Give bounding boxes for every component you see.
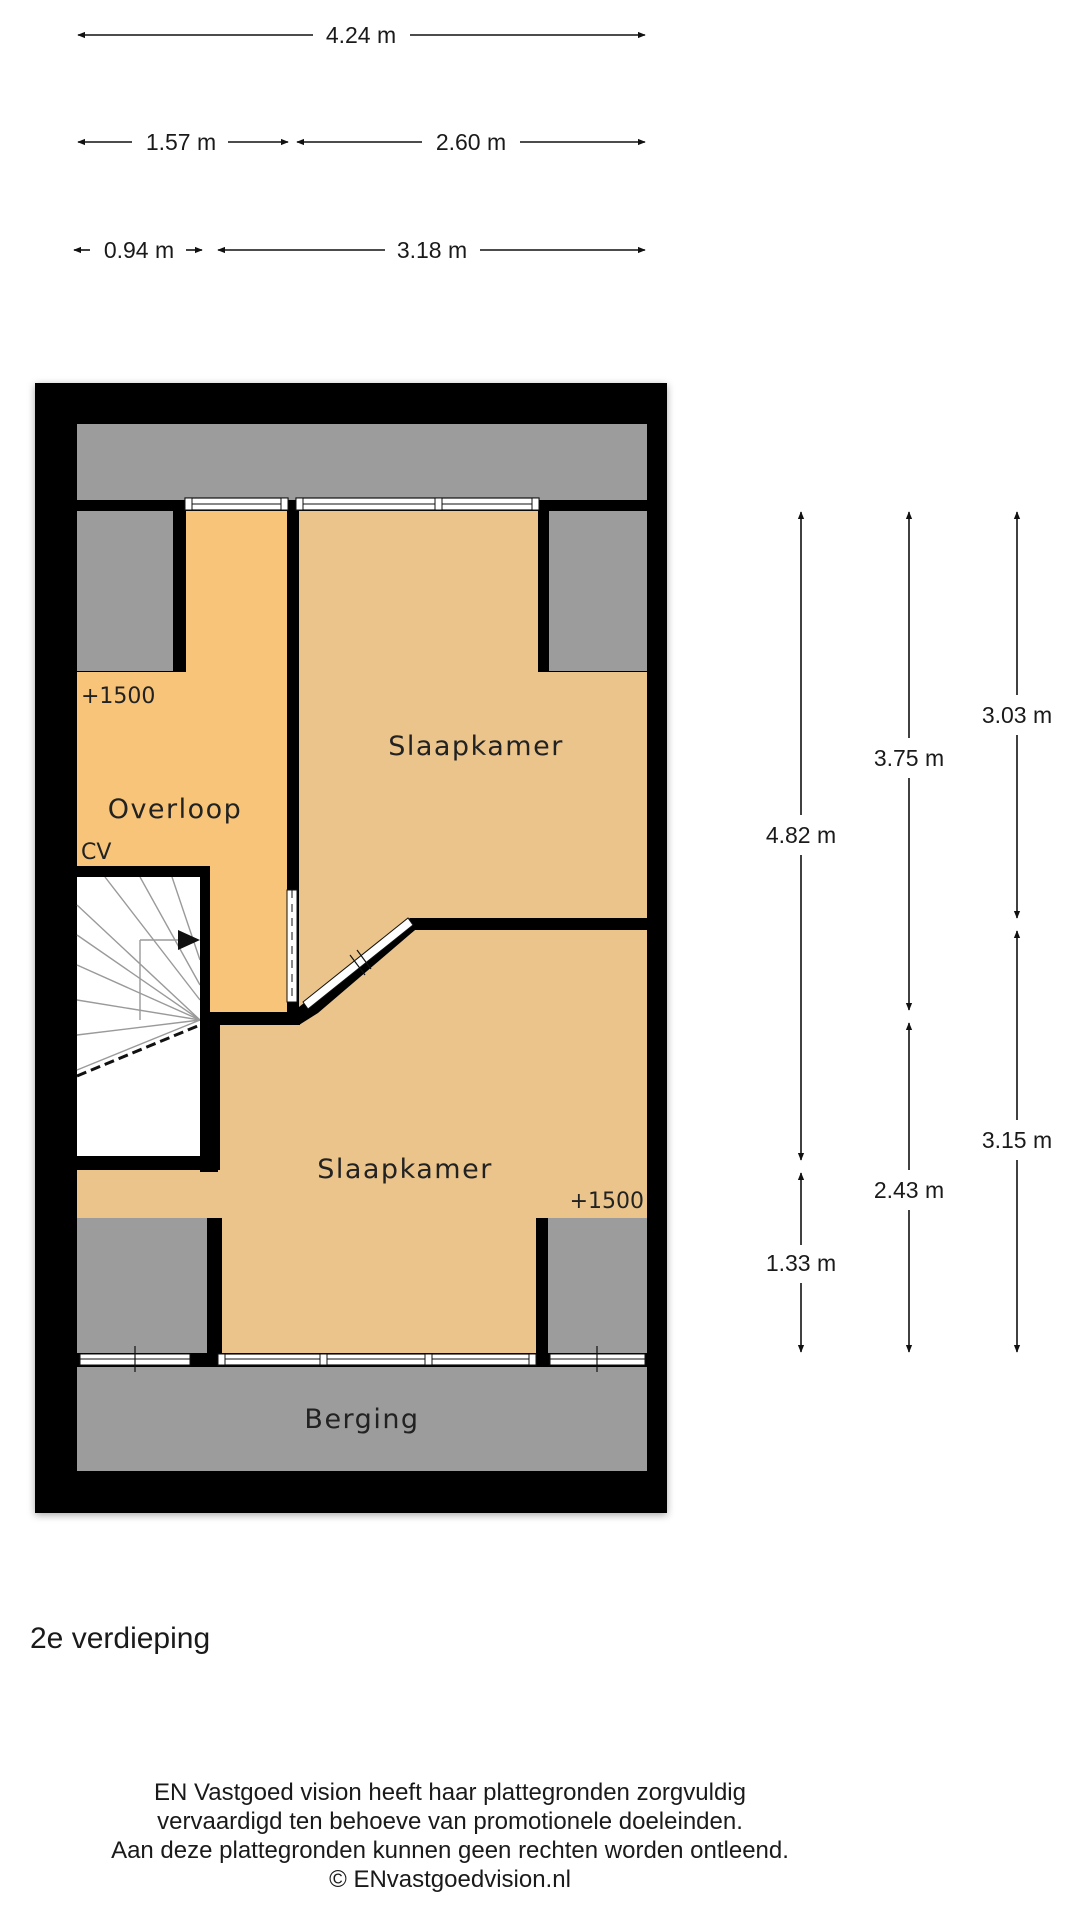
- disclaimer: EN Vastgoed vision heeft haar plattegron…: [0, 1778, 900, 1894]
- disclaimer-line: Aan deze plattegronden kunnen geen recht…: [111, 1837, 789, 1864]
- disclaimer-line: EN Vastgoed vision heeft haar plattegron…: [154, 1779, 746, 1806]
- copyright-line: © ENvastgoedvision.nl: [329, 1866, 571, 1893]
- dim-label-row3-left: 0.94 m: [104, 237, 174, 263]
- vertical-dimensions: 4.82 m 1.33 m 3.75 m 2.43 m 3.03 m 3.15 …: [766, 511, 1052, 1353]
- dim-label-col3-top: 3.03 m: [982, 702, 1052, 728]
- dim-label-row2-right: 2.60 m: [436, 129, 506, 155]
- window-top-left: [184, 497, 289, 511]
- low-ceiling-top: [77, 424, 647, 500]
- stair-break-line: [76, 1023, 201, 1078]
- stair-lines: [76, 876, 201, 1071]
- disclaimer-line: vervaardigd ten behoeve van promotionele…: [157, 1808, 743, 1835]
- low-ceiling-top-left: [77, 511, 173, 671]
- dim-label-row2-left: 1.57 m: [146, 129, 216, 155]
- slaapkamer-top-room: [299, 511, 647, 1007]
- window-top-right: [295, 497, 540, 511]
- dim-label-row3-right: 3.18 m: [397, 237, 467, 263]
- cv-label: CV: [81, 840, 111, 865]
- window-bottom-left: [79, 1346, 191, 1372]
- low-ceiling-top-right: [549, 511, 647, 671]
- inner-window-diagonal: [302, 917, 414, 1010]
- height-marker-right: +1500: [570, 1189, 644, 1214]
- slaapkamer-bottom-room: [77, 930, 647, 1353]
- dim-label-col1-bottom: 1.33 m: [766, 1250, 836, 1276]
- window-bottom-center: [217, 1353, 537, 1366]
- horizontal-dimensions: 4.24 m 1.57 m 2.60 m 0.94 m 3.18 m: [73, 22, 646, 263]
- low-ceiling-bottom-right: [548, 1218, 647, 1353]
- dim-label-col2-bottom: 2.43 m: [874, 1177, 944, 1203]
- building: Slaapkamer Overloop Slaapkamer Berging +…: [35, 383, 667, 1513]
- room-label-overloop: Overloop: [108, 794, 243, 825]
- room-label-slaapkamer-top: Slaapkamer: [388, 731, 564, 762]
- dim-label-col3-bottom: 3.15 m: [982, 1127, 1052, 1153]
- stair-direction-arrow: [178, 930, 200, 950]
- dim-label-total: 4.24 m: [326, 22, 396, 48]
- room-label-berging: Berging: [304, 1404, 419, 1435]
- height-marker-left: +1500: [81, 684, 155, 709]
- window-bottom-right: [549, 1346, 646, 1372]
- low-ceiling-bottom-left: [77, 1218, 207, 1353]
- inner-window-vertical: [286, 889, 298, 1003]
- dim-label-col1-top: 4.82 m: [766, 822, 836, 848]
- floor-label: 2e verdieping: [30, 1622, 211, 1655]
- dim-label-col2-top: 3.75 m: [874, 745, 944, 771]
- berging-room: [77, 1367, 647, 1471]
- room-label-slaapkamer-bottom: Slaapkamer: [317, 1154, 493, 1185]
- overloop-room: [77, 511, 287, 1013]
